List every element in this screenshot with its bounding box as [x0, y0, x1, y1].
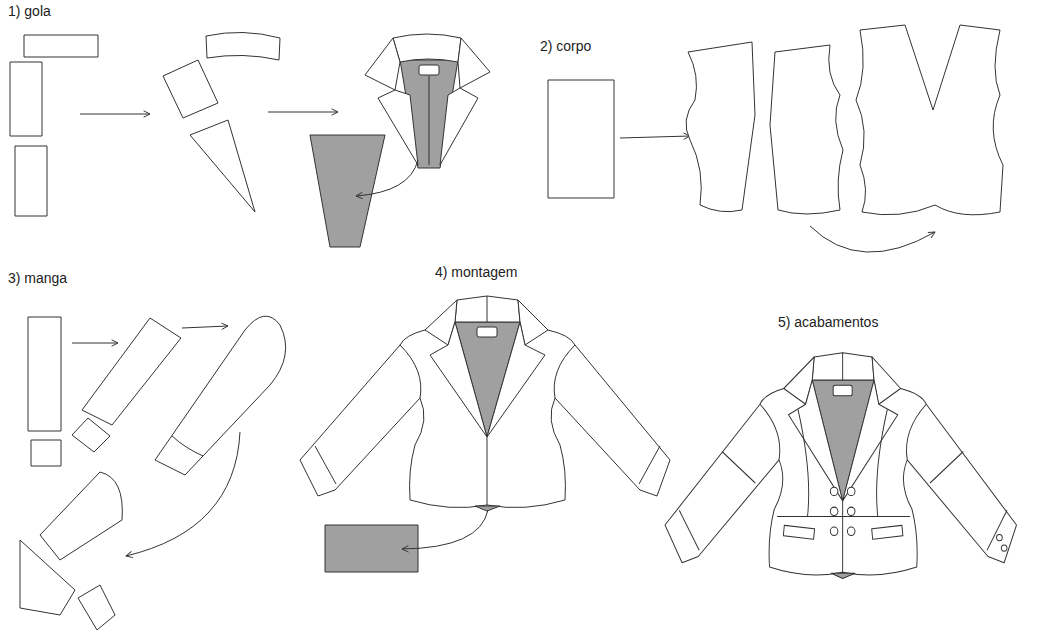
jacket-finished [665, 353, 1017, 579]
sleeve-steps [20, 316, 286, 630]
jacket-assembled [300, 296, 670, 511]
step-label: 3) manga [8, 270, 67, 287]
step-label: 1) gola [8, 3, 51, 20]
step-label: 2) corpo [540, 38, 591, 55]
step-label: 4) montagem [435, 264, 517, 281]
body-steps [548, 25, 1003, 252]
collar-steps [10, 32, 490, 247]
step-label: 5) acabamentos [778, 314, 878, 331]
